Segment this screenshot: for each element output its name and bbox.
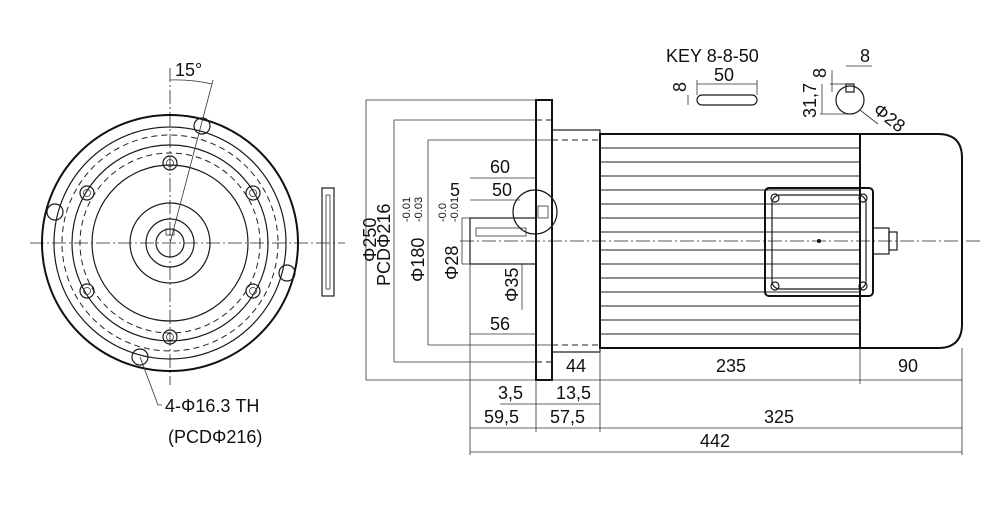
terminal-center-dot — [817, 239, 821, 243]
dim-442-label: 442 — [700, 431, 730, 451]
ring-screw — [245, 283, 261, 299]
ring-screw-hole — [83, 287, 91, 295]
side-view: Φ250 PCDΦ216 Φ180 -0.01 -0.03 Φ28 -0.0 -… — [360, 99, 980, 455]
section-height-label: 31,7 — [800, 83, 820, 118]
ring-screw-hole — [249, 189, 257, 197]
spigot-tol-upper: -0.01 — [401, 197, 413, 222]
terminal-box-side — [321, 187, 335, 297]
mounting-hole — [278, 264, 296, 282]
dim-3-5-label: 3,5 — [498, 383, 523, 403]
dim-50-label: 50 — [492, 180, 512, 200]
boss-circle — [129, 202, 211, 284]
spigot-dashed — [79, 152, 261, 334]
key-length-label: 50 — [714, 65, 734, 85]
mounting-hole — [193, 117, 211, 135]
ring-screw — [79, 185, 95, 201]
keyway-front — [165, 228, 175, 236]
fan-cover — [859, 133, 963, 349]
shaft-key — [475, 227, 527, 237]
flange-holes — [46, 117, 296, 366]
mounting-hole — [46, 203, 64, 221]
holes-pcd-label: (PCDΦ216) — [168, 427, 262, 447]
angle-label: 15° — [175, 60, 202, 80]
dim-59-5-label: 59,5 — [484, 407, 519, 427]
key-title: KEY 8-8-50 — [666, 46, 759, 66]
shaft-section: 8 8 31,7 Φ28 — [800, 46, 909, 136]
ring-screw — [162, 329, 178, 345]
dim-44-label: 44 — [566, 356, 586, 376]
boss-dia-label: Φ35 — [502, 268, 522, 302]
detail-circle — [512, 189, 558, 235]
pcd-circle — [61, 134, 279, 352]
spigot-outer — [71, 144, 269, 342]
dim-57-5-label: 57,5 — [550, 407, 585, 427]
angle-ray — [169, 79, 214, 244]
ring-screws — [79, 155, 261, 345]
shaft — [469, 217, 537, 265]
mounting-hole — [131, 348, 149, 366]
dim-325-label: 325 — [764, 407, 794, 427]
ring-screw — [245, 185, 261, 201]
ring-screw — [162, 155, 178, 171]
ring-screw-hole — [166, 333, 174, 341]
key-shape — [696, 94, 758, 106]
key-width-label: 8 — [860, 46, 870, 66]
ring-screw-hole — [249, 287, 257, 295]
shaft-tol-lower: -0.01 — [449, 197, 461, 222]
flange-inner-ring — [53, 126, 287, 360]
terminal-box-lid — [771, 194, 867, 290]
dim-235-label: 235 — [716, 356, 746, 376]
ring-screw — [79, 283, 95, 299]
section-dia-label: Φ28 — [870, 99, 909, 136]
spigot-tol-lower: -0.03 — [413, 197, 425, 222]
shaft-dia-leader — [859, 109, 879, 125]
cooling-fins — [600, 147, 860, 335]
flange-dia-label: Φ250 — [360, 218, 380, 262]
flange-outline — [41, 114, 299, 372]
pcd-label: PCDΦ216 — [374, 204, 394, 286]
flange-plate — [535, 99, 553, 381]
shaft-outer — [145, 218, 195, 268]
terminal-screw — [770, 193, 780, 203]
ring-screw-hole — [166, 159, 174, 167]
key-depth-label: 8 — [810, 68, 830, 78]
terminal-screw — [770, 281, 780, 291]
terminal-box-inner — [325, 194, 331, 290]
holes-label: 4-Φ16.3 TH — [165, 396, 259, 416]
shaft-section-circle — [835, 85, 865, 115]
cable-gland-nut — [888, 231, 898, 251]
ring-screw-hole — [83, 189, 91, 197]
dim-56-label: 56 — [490, 314, 510, 334]
spigot-dia-label: Φ180 — [408, 238, 428, 282]
key-height-label: 8 — [670, 82, 690, 92]
shaft-tol-upper: -0.0 — [437, 203, 449, 222]
shaft-dia-label: Φ28 — [442, 246, 462, 280]
angle-arc — [169, 79, 213, 85]
dim-13-5-label: 13,5 — [556, 383, 591, 403]
shaft-section-key — [845, 83, 855, 93]
front-view: 15° 4-Φ16.3 TH (PCDΦ216) — [30, 60, 345, 447]
dim-90-label: 90 — [898, 356, 918, 376]
key-detail: KEY 8-8-50 50 8 — [666, 46, 759, 106]
bolt-circle-ring — [91, 164, 249, 322]
detail-seal — [537, 205, 549, 219]
holes-leader — [139, 356, 162, 406]
dim-5-label: 5 — [450, 180, 460, 200]
dim-60-label: 60 — [490, 157, 510, 177]
